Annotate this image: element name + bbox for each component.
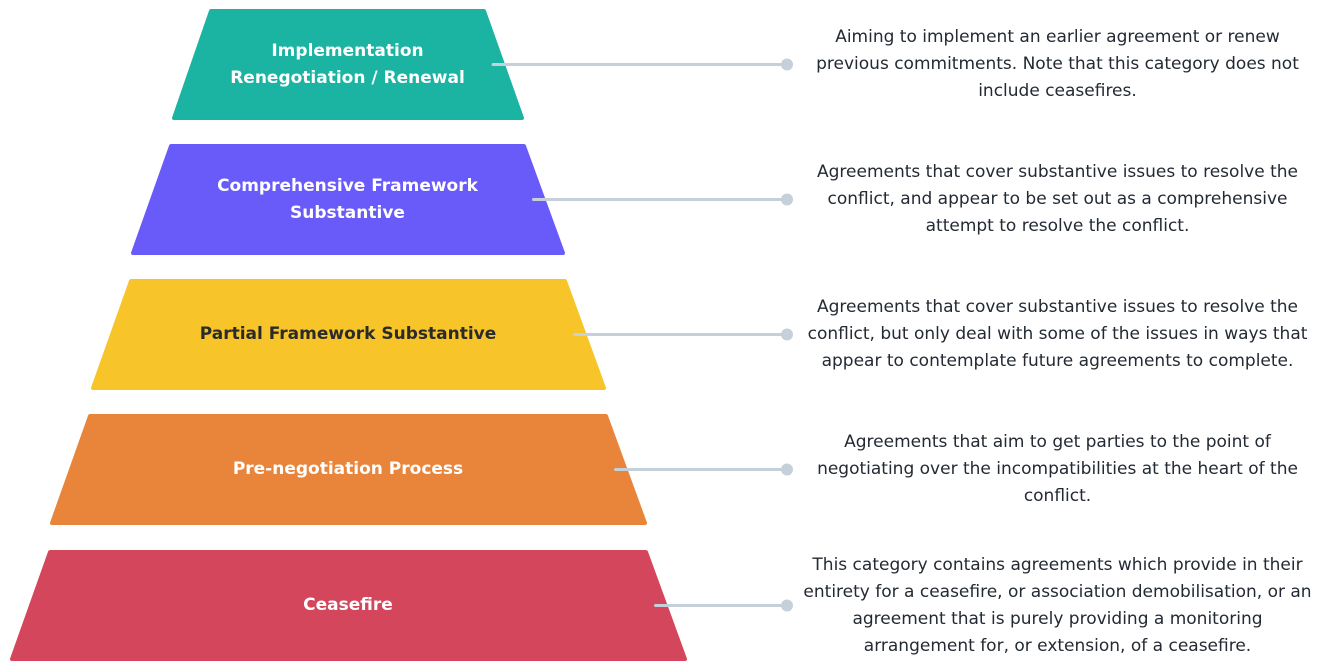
pyramid-tier-3 bbox=[91, 279, 606, 390]
connector-dot-2 bbox=[781, 193, 793, 206]
tier-description-4: Agreements that aim to get parties to th… bbox=[817, 432, 1298, 506]
tier-description-1: Aiming to implement an earlier agreement… bbox=[816, 27, 1299, 101]
pyramid-tier-2 bbox=[131, 144, 565, 255]
tier-description-3: Agreements that cover substantive issues… bbox=[807, 297, 1308, 371]
tier-description-5: This category contains agreements which … bbox=[803, 554, 1312, 656]
connector-dot-3 bbox=[781, 328, 793, 341]
pyramid-tier-1 bbox=[172, 9, 524, 120]
connector-dot-1 bbox=[781, 58, 793, 71]
pyramid-tier-5 bbox=[10, 550, 687, 661]
connector-dot-5 bbox=[781, 599, 793, 612]
pyramid-tier-4 bbox=[50, 414, 647, 525]
connector-dot-4 bbox=[781, 463, 793, 476]
tier-description-2: Agreements that cover substantive issues… bbox=[817, 162, 1298, 236]
